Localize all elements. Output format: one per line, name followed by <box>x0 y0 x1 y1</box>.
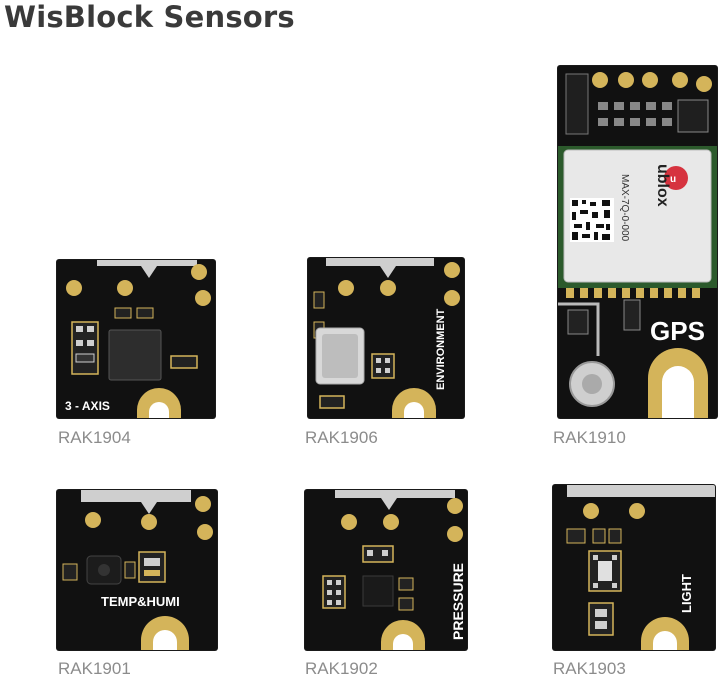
svg-text:u: u <box>670 174 676 185</box>
board-rak1906-silk-label: ENVIRONMENT <box>435 308 447 390</box>
board-rak1904: 3 - AXIS <box>57 260 215 418</box>
gps-chip-brand: ublox <box>654 164 671 207</box>
board-rak1904-silk-label: 3 - AXIS <box>65 399 110 413</box>
board-rak1902-silk-label: PRESSURE <box>450 563 466 640</box>
board-rak1902-image: PRESSURE <box>305 490 467 650</box>
page-title: WisBlock Sensors <box>4 0 295 34</box>
board-rak1902: PRESSURE <box>305 490 467 650</box>
board-rak1910-image: u ublox MAX-7Q-0-000 GPS <box>558 66 717 418</box>
board-rak1906-image: ENVIRONMENT <box>308 258 464 418</box>
caption-rak1901: RAK1901 <box>58 659 131 678</box>
board-rak1906: ENVIRONMENT <box>308 258 464 418</box>
gps-chip-part: MAX-7Q-0-000 <box>619 174 630 242</box>
board-rak1901: TEMP&HUMI <box>57 490 217 650</box>
board-rak1904-image: 3 - AXIS <box>57 260 215 418</box>
gps-qr-code <box>570 198 614 242</box>
caption-rak1902: RAK1902 <box>305 659 378 678</box>
board-rak1903-silk-label: LIGHT <box>679 574 694 613</box>
board-rak1903-image: LIGHT <box>553 485 715 650</box>
board-rak1910: u ublox MAX-7Q-0-000 GPS <box>558 66 717 418</box>
board-rak1903: LIGHT <box>553 485 715 650</box>
caption-rak1906: RAK1906 <box>305 428 378 447</box>
board-rak1910-silk-label: GPS <box>650 316 705 346</box>
caption-rak1904: RAK1904 <box>58 428 131 447</box>
board-rak1901-silk-label: TEMP&HUMI <box>101 594 180 609</box>
caption-rak1910: RAK1910 <box>553 428 626 447</box>
caption-rak1903: RAK1903 <box>553 659 626 678</box>
board-rak1901-image: TEMP&HUMI <box>57 490 217 650</box>
